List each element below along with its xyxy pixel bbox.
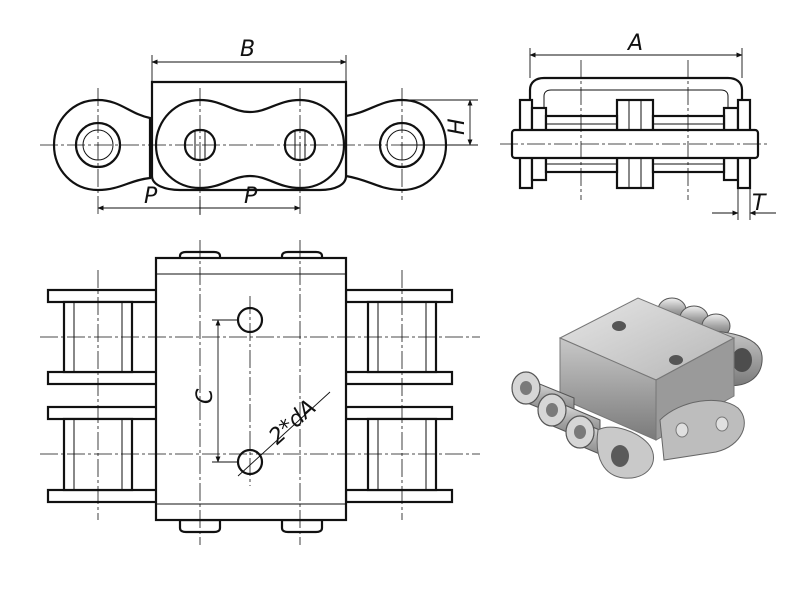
plan-view: C 2*dA	[40, 240, 480, 545]
dim-label-t: T	[752, 191, 767, 216]
dim-label-a: A	[626, 31, 643, 56]
dim-label-b: B	[240, 37, 255, 62]
chain-3d-render	[511, 297, 763, 479]
dim-label-h: H	[445, 118, 470, 135]
dim-label-c: C	[193, 388, 218, 404]
dim-label-p1: P	[144, 184, 158, 209]
end-view: A T	[500, 31, 776, 220]
side-view: B P P H	[40, 37, 478, 215]
dim-label-p2: P	[244, 184, 258, 209]
